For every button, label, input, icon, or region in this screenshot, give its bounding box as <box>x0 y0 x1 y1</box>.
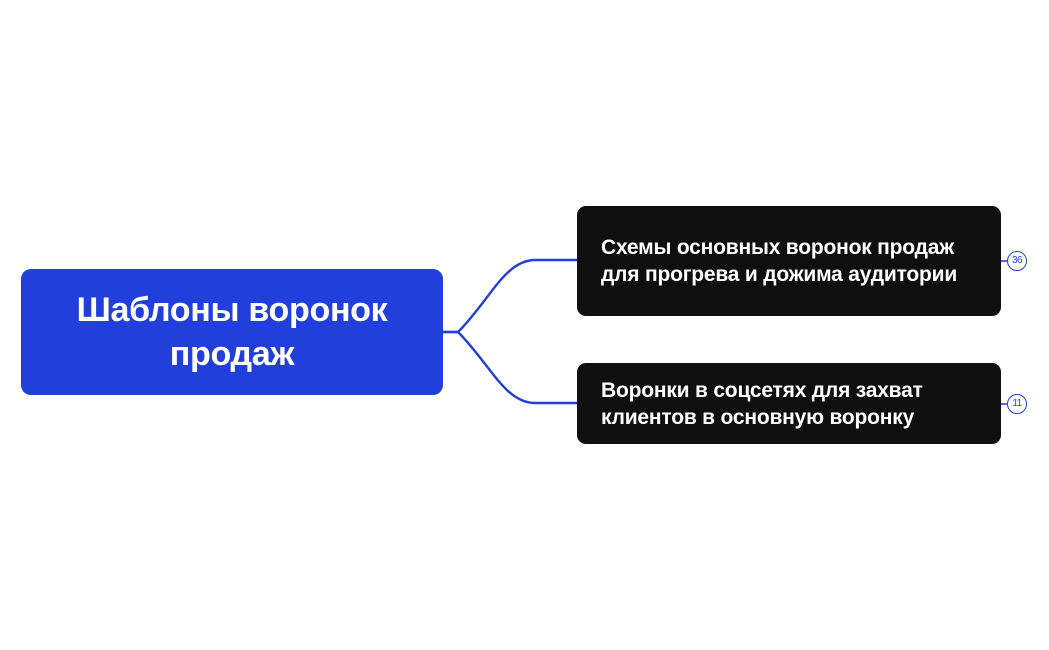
collapsed-count-badge-1[interactable]: 36 <box>1007 251 1027 271</box>
collapsed-count-badge-2[interactable]: 11 <box>1007 394 1027 414</box>
root-topic-title: Шаблоны воронок продаж <box>76 291 388 373</box>
subtopic-node-1[interactable]: Схемы основных воронок продаж для прогре… <box>577 206 1001 316</box>
connector-root-to-child-2 <box>443 330 577 405</box>
subtopic-title-2: Воронки в соцсетях для захват клиентов в… <box>601 378 923 429</box>
subtopic-node-2[interactable]: Воронки в соцсетях для захват клиентов в… <box>577 363 1001 444</box>
connector-root-to-child-1 <box>443 258 577 334</box>
subtopic-title-1: Схемы основных воронок продаж для прогре… <box>601 236 958 286</box>
root-topic-node[interactable]: Шаблоны воронок продаж <box>21 269 443 395</box>
